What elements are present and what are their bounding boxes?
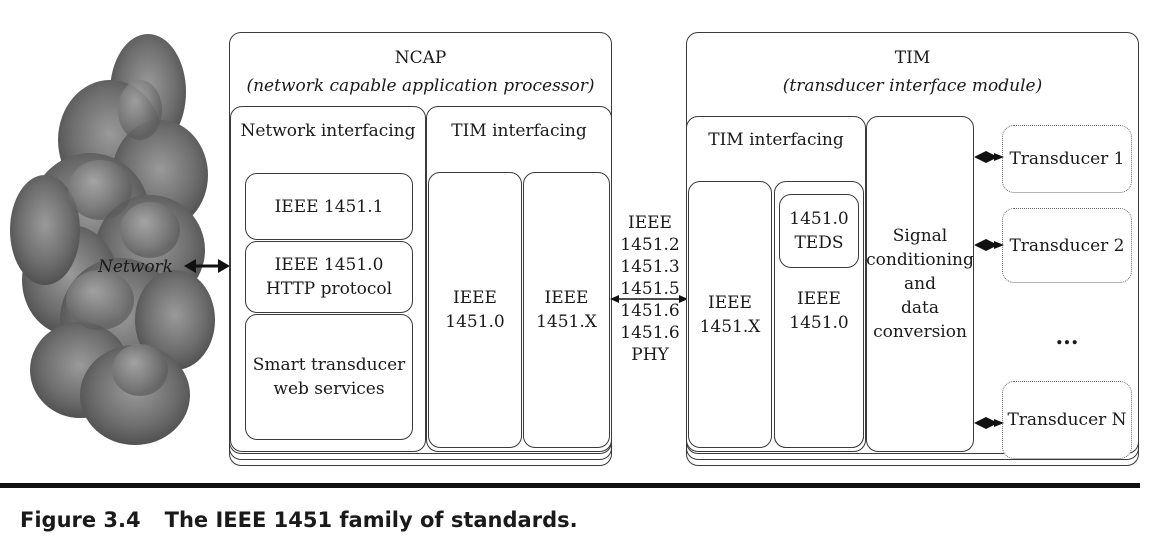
transducer-n-box: Transducer N [1002, 381, 1132, 459]
tim-title: TIM [894, 48, 931, 68]
http-line2: HTTP protocol [265, 279, 393, 299]
figure-caption: Figure 3.4 The IEEE 1451 family of standa… [20, 508, 578, 532]
http-line1: IEEE 1451.0 [274, 255, 384, 275]
teds-box: 1451.0 TEDS [779, 194, 859, 268]
web-line1: Smart transducer [252, 355, 406, 375]
transducer-2-box: Transducer 2 [1002, 208, 1132, 283]
ncap-title: NCAP [394, 48, 447, 68]
signal-line: Signal [892, 226, 948, 246]
ieee-1451-1-label: IEEE 1451.1 [274, 196, 384, 217]
transducer-1-label: Transducer 1 [1009, 149, 1125, 169]
tim-interfacing-label: TIM interfacing [708, 130, 844, 150]
phy-line: 1451.5 [620, 279, 680, 299]
ieee-1451-1-box: IEEE 1451.1 [245, 173, 413, 240]
ncap-ieee-1451-x-box: IEEE 1451.X [523, 172, 610, 448]
network-cloud [10, 34, 215, 445]
tim-ieee-1451-x-box: IEEE 1451.X [688, 181, 772, 448]
ncap-ieee-1451-0-box: IEEE 1451.0 [428, 172, 522, 448]
phy-line: 1451.6 [620, 301, 680, 321]
ncap-subtitle: (network capable application processor) [246, 76, 595, 96]
signal-conditioning-box: Signal conditioning and data conversion [866, 116, 974, 452]
ncap-col1-line1: IEEE [453, 288, 497, 308]
phy-line: 1451.3 [620, 257, 680, 277]
http-protocol-box: IEEE 1451.0 HTTP protocol [245, 241, 413, 313]
ncap-col2-line1: IEEE [544, 288, 589, 308]
figure-title: The IEEE 1451 family of standards. [164, 508, 578, 532]
transducer-2-label: Transducer 2 [1009, 235, 1125, 256]
tim-colx-line2: 1451.X [699, 316, 761, 337]
phy-arrow [610, 295, 688, 303]
network-ncap-arrow [184, 259, 230, 273]
web-services-box: Smart transducer web services [245, 314, 413, 440]
tim-colx-line1: IEEE [708, 292, 752, 313]
teds-line1: 1451.0 [789, 209, 849, 229]
teds-line2: TEDS [794, 233, 844, 253]
tim-col0-line2: 1451.0 [789, 313, 849, 333]
phy-standards-list: IEEE 1451.2 1451.3 1451.5 1451.6 1451.6 … [614, 212, 686, 366]
signal-line: and [904, 274, 936, 294]
web-line2: web services [273, 379, 385, 399]
figure-number: Figure 3.4 [20, 508, 141, 532]
ncap-col1-line2: 1451.0 [445, 312, 505, 332]
phy-line: 1451.2 [620, 235, 680, 255]
phy-line: 1451.6 [620, 323, 680, 343]
phy-line: PHY [631, 345, 669, 365]
tim-col0-label: IEEE 1451.0 [774, 287, 864, 335]
ncap-col2-line2: 1451.X [536, 312, 597, 332]
signal-line: conversion [873, 322, 967, 342]
transducer-1-box: Transducer 1 [1002, 125, 1132, 193]
transducer-ellipsis: ... [1055, 324, 1079, 350]
network-label: Network [98, 257, 173, 277]
caption-rule [0, 483, 1140, 488]
ncap-tim-interfacing-label: TIM interfacing [451, 121, 587, 141]
transducer-arrows [974, 151, 1004, 429]
transducer-n-label: Transducer N [1007, 410, 1127, 430]
phy-line: IEEE [628, 213, 672, 233]
network-interfacing-label: Network interfacing [240, 121, 416, 141]
tim-subtitle: (transducer interface module) [782, 76, 1043, 96]
signal-line: data [901, 298, 939, 318]
tim-col0-line1: IEEE [797, 289, 841, 309]
signal-line: conditioning [866, 250, 974, 270]
